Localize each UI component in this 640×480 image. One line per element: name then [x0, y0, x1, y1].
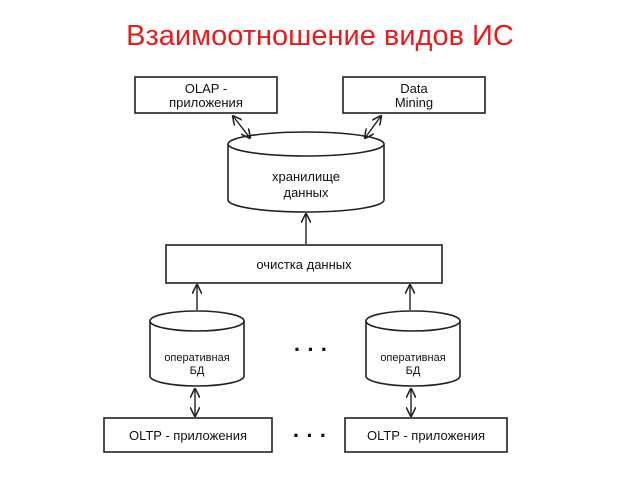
data-mining-line1: Data	[400, 81, 428, 96]
op-db-left-line2: БД	[190, 365, 205, 377]
operational-db-right: оперативная БД	[365, 310, 461, 387]
middle-ellipsis: · · ·	[294, 337, 328, 362]
arrow-olap-warehouse	[233, 116, 250, 138]
data-cleaning-box: очистка данных	[165, 244, 443, 284]
data-cleaning-label: очистка данных	[256, 257, 352, 272]
bottom-ellipsis: · · ·	[293, 423, 327, 448]
op-db-right-line1: оперативная	[380, 352, 445, 364]
data-mining-line2: Mining	[395, 95, 433, 110]
operational-db-left: оперативная БД	[149, 310, 245, 387]
warehouse-line2: данных	[283, 185, 329, 200]
olap-applications-box: OLAP - приложения	[134, 76, 278, 114]
op-db-right-line2: БД	[406, 365, 421, 377]
arrow-datamining-warehouse	[365, 116, 381, 138]
oltp-applications-left-box: OLTP - приложения	[103, 417, 273, 453]
oltp-right-label: OLTP - приложения	[367, 428, 485, 443]
data-warehouse-cylinder: хранилище данных	[227, 131, 385, 213]
oltp-applications-right-box: OLTP - приложения	[344, 417, 508, 453]
olap-line2: приложения	[169, 95, 243, 110]
op-db-left-line1: оперативная	[164, 352, 229, 364]
page-title: Взаимоотношение видов ИС	[126, 20, 514, 52]
oltp-left-label: OLTP - приложения	[129, 428, 247, 443]
olap-line1: OLAP -	[185, 81, 227, 96]
warehouse-line1: хранилище	[272, 169, 340, 184]
data-mining-box: Data Mining	[342, 76, 486, 114]
